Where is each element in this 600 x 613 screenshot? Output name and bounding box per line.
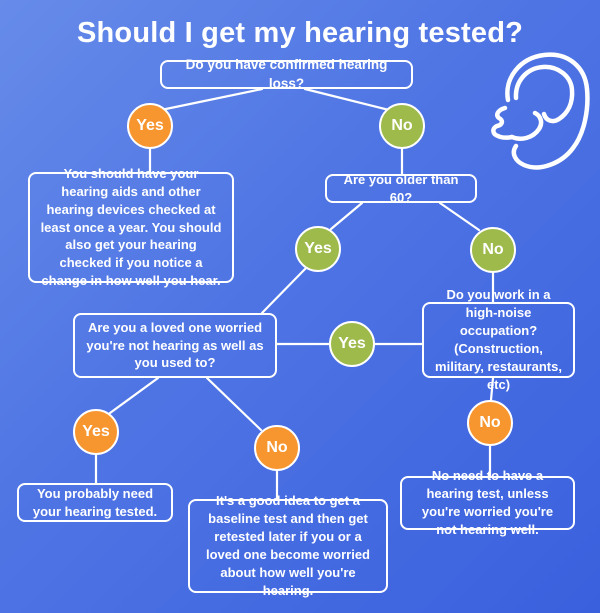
- answer-label: No: [391, 117, 413, 134]
- question-text: Do you have confirmed hearing loss?: [185, 56, 388, 91]
- answer-label: Yes: [136, 117, 164, 134]
- connector-q3-no4: [205, 376, 263, 432]
- answer-label: Yes: [82, 423, 110, 440]
- question-text: Do you work in a high-noise occupation? …: [435, 287, 562, 392]
- answer-label: No: [482, 241, 504, 258]
- connector-q2-yes: [329, 201, 364, 231]
- answer-no-older-60: No: [470, 227, 516, 273]
- question-older-than-60: Are you older than 60?: [325, 172, 477, 205]
- advice-baseline-test: It's a good idea to get a baseline test …: [188, 493, 388, 598]
- advice-text: You should have your hearing aids and ot…: [40, 165, 222, 289]
- answer-yes-worried: Yes: [73, 409, 119, 455]
- answer-yes-high-noise: Yes: [329, 321, 375, 367]
- answer-no-confirmed-loss: No: [379, 103, 425, 149]
- advice-text: No need to have a hearing test, unless y…: [421, 468, 554, 537]
- advice-text: It's a good idea to get a baseline test …: [206, 493, 370, 598]
- answer-label: Yes: [338, 335, 366, 352]
- answer-yes-older-60: Yes: [295, 226, 341, 272]
- answer-label: No: [266, 439, 288, 456]
- answer-no-high-noise: No: [467, 400, 513, 446]
- question-text: Are you older than 60?: [343, 171, 459, 205]
- answer-no-worried: No: [254, 425, 300, 471]
- advice-annual-check: You should have your hearing aids and ot…: [28, 166, 234, 288]
- connector-q3-yes4: [108, 376, 160, 415]
- connector-q2-no: [438, 201, 481, 232]
- question-text: Are you a loved one worried you're not h…: [86, 319, 264, 371]
- ear-icon: [491, 52, 590, 170]
- advice-text: You probably need your hearing tested.: [32, 485, 158, 519]
- page-title: Should I get my hearing tested?: [76, 17, 524, 49]
- connector-yes2-q3: [260, 265, 309, 315]
- question-high-noise-occupation: Do you work in a high-noise occupation? …: [422, 287, 575, 392]
- question-confirmed-hearing-loss: Do you have confirmed hearing loss?: [160, 57, 413, 91]
- answer-label: Yes: [304, 240, 332, 257]
- question-loved-one-worried: Are you a loved one worried you're not h…: [73, 313, 277, 378]
- advice-no-need-test: No need to have a hearing test, unless y…: [400, 468, 575, 537]
- advice-probably-need-test: You probably need your hearing tested.: [17, 483, 173, 522]
- answer-yes-confirmed-loss: Yes: [127, 103, 173, 149]
- answer-label: No: [479, 414, 501, 431]
